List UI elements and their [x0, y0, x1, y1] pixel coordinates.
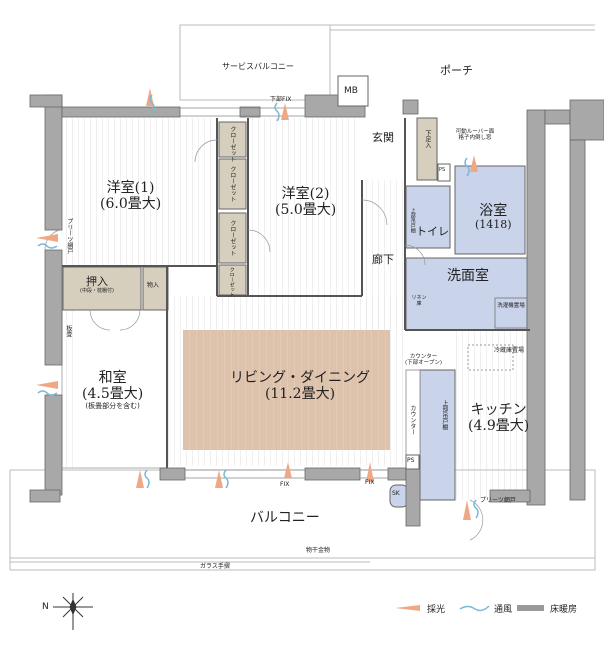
hallway-label: 廊下 [372, 253, 394, 266]
legend-wind: 通風 [494, 605, 513, 615]
wall-west-lower [44, 394, 63, 496]
storage-label: 物入 [147, 282, 160, 289]
legend-wind-icon [459, 605, 490, 612]
fix-label: FIX [280, 481, 290, 488]
legend-floor-heating-icon [517, 605, 544, 611]
louver-window-label: 可動ルーバー面格子内倒し窓 [455, 129, 495, 142]
light-arrow [36, 234, 58, 242]
wind-mark [223, 469, 229, 489]
light-arrow [215, 470, 223, 488]
mb-box [337, 75, 369, 107]
ps-box-2 [405, 454, 420, 470]
wind-marks [37, 94, 479, 519]
linen-label: リネン庫 [411, 295, 427, 307]
closet-2 [218, 158, 247, 210]
mb-label: MB [344, 86, 358, 96]
ps-label: PS [439, 167, 446, 173]
closet-label: クローゼット [228, 220, 236, 256]
itatatami-label: 板畳 [64, 325, 72, 337]
compass-icon [53, 593, 93, 630]
light-arrow [284, 462, 292, 478]
oshiire-label: 押入(中段・枕棚付) [80, 275, 114, 294]
living-label: リビング・ダイニング(11.2畳大) [230, 370, 370, 403]
closet-label: クローゼット [228, 267, 235, 297]
porch-label: ポーチ [440, 64, 473, 77]
western1-label: 洋室(1)(6.0畳大) [100, 180, 162, 213]
pleats-door-left-label: プリーツ網戸 [65, 218, 73, 254]
toilet-cabinet-label: 上部吊戸棚 [409, 208, 416, 233]
washroom-label: 洗面室 [447, 268, 489, 284]
fix-label: FIX [365, 479, 375, 486]
kitchen-counter [419, 369, 456, 501]
ps-box-1 [437, 163, 451, 182]
light-arrows [36, 88, 478, 520]
wall-top-left [61, 106, 181, 118]
fridge-label: 冷蔵庫置場 [494, 347, 525, 354]
counter-top-label: カウンター(下部オープン) [405, 354, 442, 367]
western2-floor [250, 118, 360, 296]
sk-label: SK [392, 490, 400, 497]
wall-west-upper [44, 94, 63, 231]
compass-north-label: N [42, 602, 49, 612]
closet-4 [218, 264, 247, 296]
legend-floor-heating: 床暖房 [550, 605, 578, 615]
drying-hardware-label: 物干金物 [306, 547, 331, 554]
service-balcony-label: サービスバルコニー [222, 62, 294, 71]
shoe-box-label: 下足入 [423, 130, 431, 148]
wind-mark [144, 469, 150, 489]
japanese-label: 和室(4.5畳大)(板畳部分を含む) [82, 370, 144, 411]
light-arrow [136, 470, 144, 488]
wind-mark [37, 243, 58, 249]
wind-mark [37, 390, 58, 396]
wind-mark [473, 499, 479, 519]
wind-mark [274, 102, 280, 122]
entrance-label: 玄関 [372, 131, 394, 144]
bath-room [454, 165, 526, 255]
closet-1 [218, 121, 247, 158]
kitchen-label: キッチン(4.9畳大) [468, 402, 530, 435]
toilet-room [405, 185, 451, 249]
wall-west-mid [44, 249, 63, 366]
legend-light-icon [395, 605, 420, 611]
floor-heating-area [183, 330, 390, 450]
toilet-label: トイレ [416, 225, 449, 238]
light-arrow [281, 103, 289, 120]
oshiire [62, 266, 142, 311]
light-arrow [470, 155, 478, 172]
closet-label: クローゼット [228, 166, 236, 202]
closet-3 [218, 212, 247, 264]
glass-rail-label: ガラス手摺 [200, 563, 230, 570]
upper-cabinet-label: 上部吊戸棚 [440, 400, 448, 430]
counter-side-label: カウンター [408, 405, 416, 435]
light-arrow [463, 500, 471, 520]
wind-mark [149, 94, 155, 114]
bath-label: 浴室(1418) [475, 203, 512, 232]
ps-label: PS [407, 457, 415, 464]
western2-label: 洋室(2)(5.0畳大) [275, 186, 337, 219]
wall-south-2 [304, 467, 361, 481]
shoe-box [416, 117, 438, 181]
wall-south-1 [159, 467, 186, 481]
legend-light: 採光 [427, 605, 446, 615]
japanese-floor [61, 309, 168, 469]
balcony-label: バルコニー [250, 510, 320, 526]
wall-east [526, 109, 546, 506]
lower-fix-label: 下部FIX [270, 96, 292, 103]
washer-label: 洗濯機置場 [497, 303, 525, 309]
pleats-door-kitchen-label: プリーツ網戸 [480, 497, 516, 504]
kitchen-floor [455, 330, 527, 500]
wind-mark [464, 157, 470, 177]
light-arrow [36, 381, 58, 389]
western1-floor [62, 118, 217, 266]
light-arrow [366, 462, 374, 482]
closet-label: クローゼット [228, 126, 236, 162]
